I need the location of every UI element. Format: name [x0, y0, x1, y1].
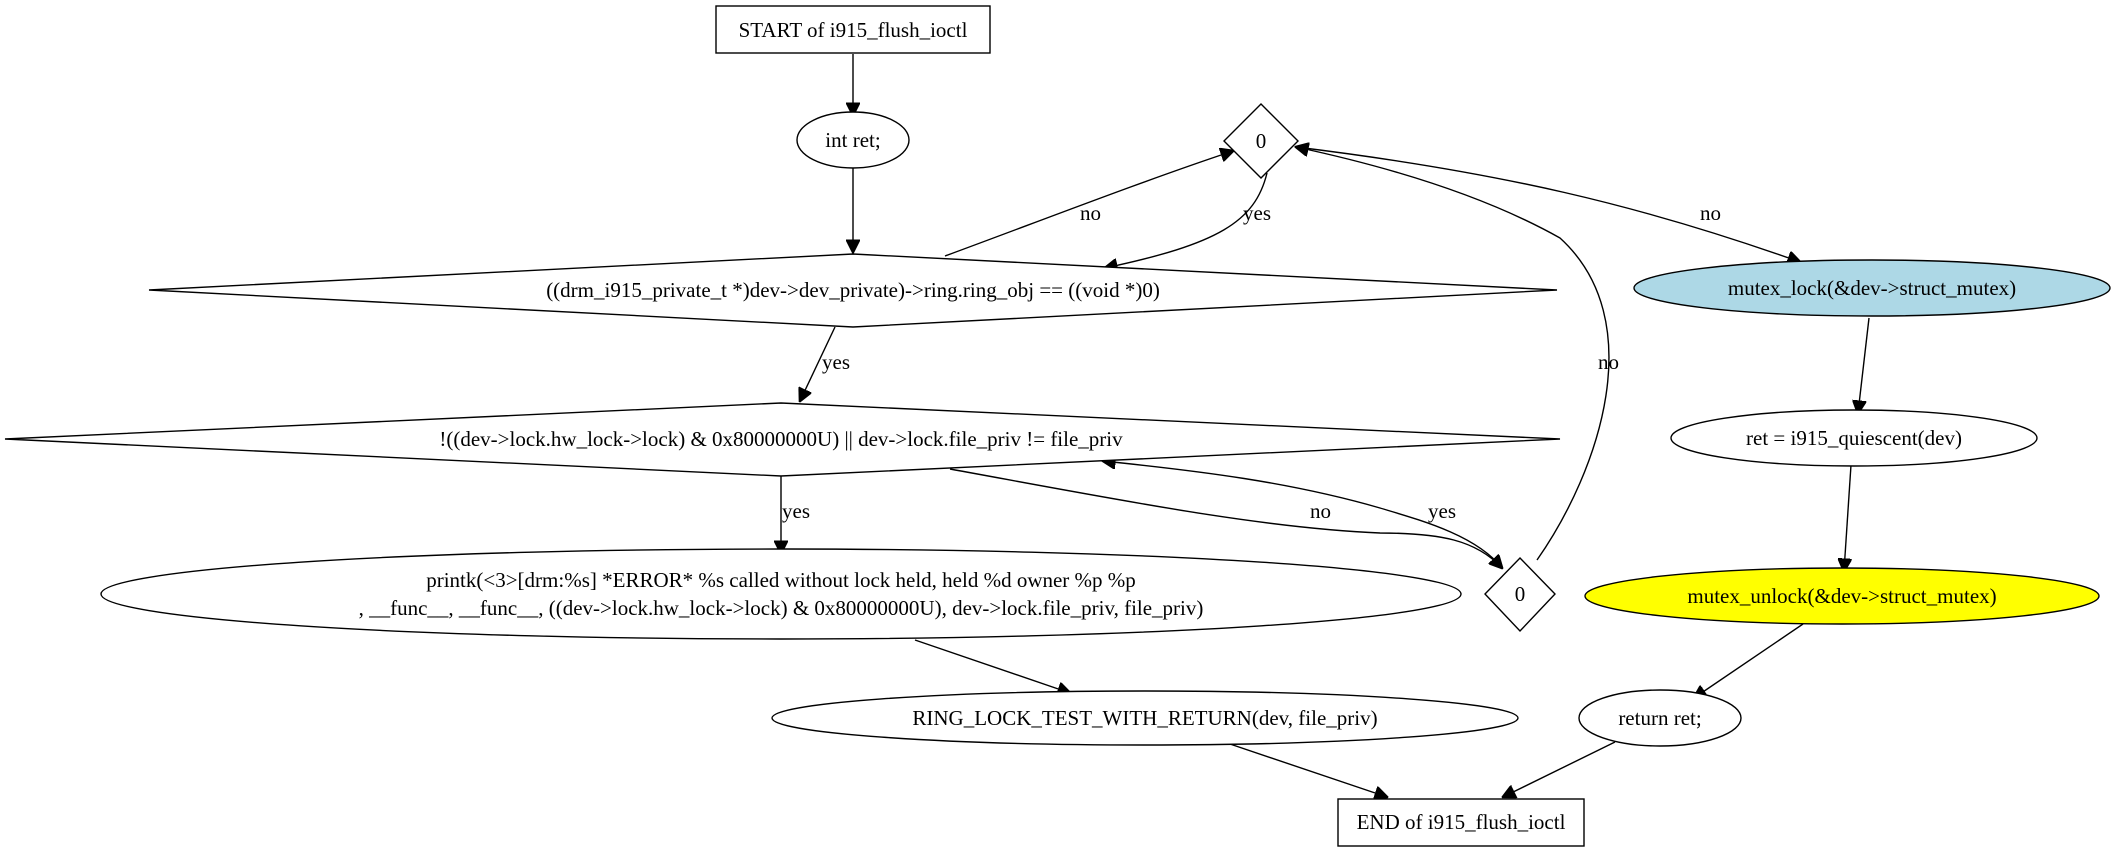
- mutex-unlock-node-label: mutex_unlock(&dev->struct_mutex): [1687, 584, 1996, 608]
- edge-label-no: no: [1310, 499, 1331, 523]
- edges: [781, 54, 1870, 797]
- end-node-label: END of i915_flush_ioctl: [1357, 810, 1566, 834]
- edge-label-no: no: [1700, 201, 1721, 225]
- decision-lock-held-label: !((dev->lock.hw_lock->lock) & 0x80000000…: [439, 427, 1123, 451]
- return-ret-node-label: return ret;: [1618, 706, 1701, 730]
- printk-node: printk(<3>[drm:%s] *ERROR* %s called wit…: [100, 548, 1462, 640]
- edge-return-ret-to-end: [1503, 741, 1616, 797]
- edge-label-no: no: [1598, 350, 1619, 374]
- edge-label-yes: yes: [782, 499, 810, 523]
- edge-zero-bottom-to-cond-lock-yes: [1103, 461, 1503, 569]
- decision-zero-bottom-label: 0: [1515, 582, 1526, 606]
- edge-zero-top-to-mutex-lock-no: [1295, 146, 1800, 262]
- quiescent-node-label: ret = i915_quiescent(dev): [1746, 426, 1962, 450]
- mutex-unlock-node: mutex_unlock(&dev->struct_mutex): [1584, 567, 2100, 625]
- edge-label-yes: yes: [1243, 201, 1271, 225]
- int-ret-node-label: int ret;: [825, 128, 880, 152]
- edge-label-yes: yes: [1428, 499, 1456, 523]
- decision-ring-obj-null-label: ((drm_i915_private_t *)dev->dev_private)…: [546, 278, 1160, 302]
- printk-node-label-line1: printk(<3>[drm:%s] *ERROR* %s called wit…: [426, 568, 1136, 592]
- decision-zero-bottom: 0: [1484, 556, 1556, 633]
- decision-ring-obj-null: ((drm_i915_private_t *)dev->dev_private)…: [148, 253, 1558, 328]
- return-ret-node: return ret;: [1578, 689, 1742, 747]
- start-node-label: START of i915_flush_ioctl: [739, 18, 968, 42]
- edge-label-yes: yes: [822, 350, 850, 374]
- start-node: START of i915_flush_ioctl: [715, 5, 991, 54]
- end-node: END of i915_flush_ioctl: [1337, 798, 1585, 847]
- quiescent-node: ret = i915_quiescent(dev): [1670, 409, 2038, 467]
- edge-zero-top-to-cond-ring-yes: [1105, 172, 1268, 268]
- ring-lock-test-node-label: RING_LOCK_TEST_WITH_RETURN(dev, file_pri…: [912, 706, 1377, 730]
- printk-node-label-line2: , __func__, __func__, ((dev->lock.hw_loc…: [359, 596, 1204, 620]
- edge-cond-ring-to-zero-top-no: [944, 151, 1233, 257]
- edge-cond-ring-to-cond-lock-yes: [800, 326, 836, 401]
- edge-ring-lock-to-end: [1229, 743, 1387, 797]
- decision-lock-held: !((dev->lock.hw_lock->lock) & 0x80000000…: [4, 402, 1561, 477]
- edge-mutex-unlock-to-return-ret: [1694, 623, 1804, 698]
- edge-cond-lock-to-zero-bottom-no: [949, 468, 1502, 568]
- ring-lock-test-node: RING_LOCK_TEST_WITH_RETURN(dev, file_pri…: [771, 690, 1519, 746]
- nodes: START of i915_flush_ioctl int ret; 0 ((d…: [4, 5, 2111, 847]
- decision-zero-top: 0: [1223, 103, 1299, 179]
- edge-label-no: no: [1080, 201, 1101, 225]
- mutex-lock-node: mutex_lock(&dev->struct_mutex): [1633, 259, 2111, 317]
- mutex-lock-node-label: mutex_lock(&dev->struct_mutex): [1728, 276, 2016, 300]
- edge-zero-bottom-to-zero-top-no: [1296, 147, 1610, 561]
- edge-quiescent-to-mutex-unlock: [1844, 464, 1851, 571]
- decision-zero-top-label: 0: [1256, 129, 1267, 153]
- edge-mutex-lock-to-quiescent: [1858, 317, 1870, 413]
- edge-printk-to-ring-lock: [914, 639, 1070, 693]
- int-ret-node: int ret;: [796, 111, 910, 169]
- edge-labels: no yes no yes yes no yes no: [782, 201, 1721, 523]
